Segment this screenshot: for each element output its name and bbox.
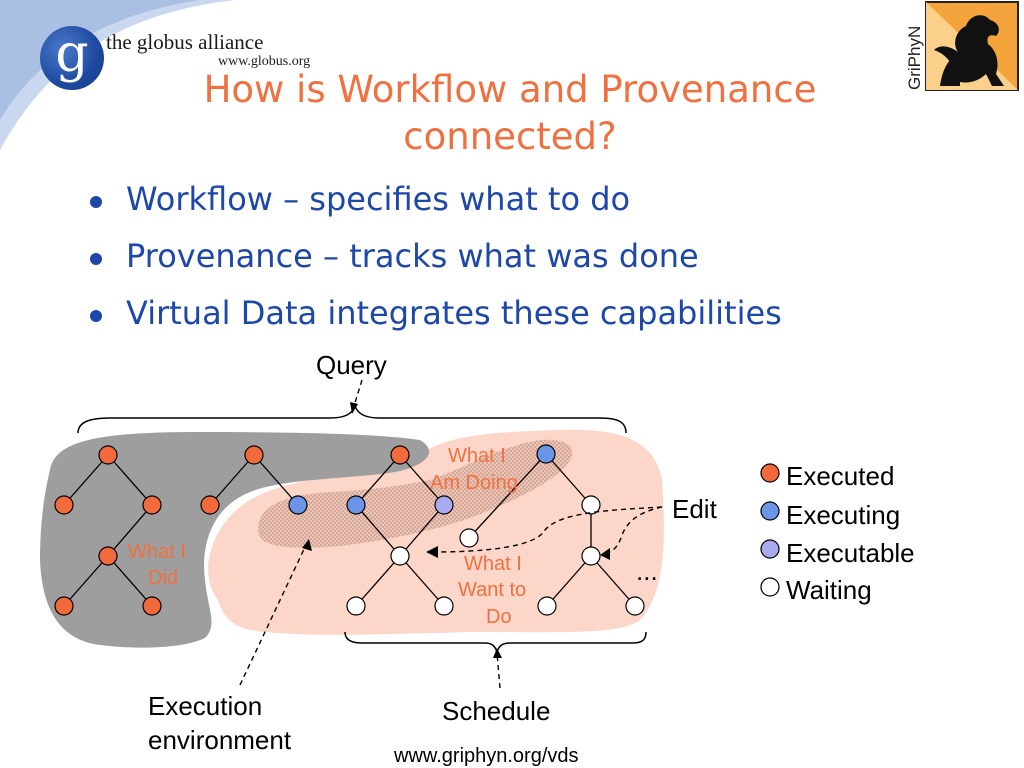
node-waiting (434, 596, 454, 616)
bullet-dot-icon (90, 253, 102, 265)
node-executed (54, 495, 74, 515)
planned-region (208, 429, 664, 635)
what-i-did-label-1: What I (128, 541, 186, 563)
ellipsis-label: ... (636, 556, 658, 586)
what-i-want-label-3: Do (486, 606, 512, 628)
footer-url[interactable]: www.griphyn.org/vds (393, 745, 579, 767)
node-executed (200, 495, 220, 515)
bullet-dot-icon (90, 196, 102, 208)
bullet-list: Workflow – specifies what to do Provenan… (88, 176, 782, 347)
node-executed (54, 596, 74, 616)
bullet-text: Provenance – tracks what was done (126, 237, 699, 275)
node-executed (390, 445, 410, 465)
node-waiting (581, 495, 601, 515)
globus-logo-icon: g (40, 26, 104, 90)
schedule-brace (344, 631, 647, 655)
tree-edges (63, 453, 636, 607)
bullet-item: Workflow – specifies what to do (88, 176, 782, 233)
node-executed (142, 596, 162, 616)
node-executed (244, 445, 264, 465)
node-executed (98, 445, 118, 465)
dashed-arrows (239, 379, 663, 689)
query-label: Query (316, 350, 387, 380)
schedule-label: Schedule (442, 696, 550, 726)
logo-url: www.globus.org (218, 54, 311, 69)
current-region (258, 439, 573, 548)
legend-executable-swatch (760, 539, 780, 559)
execution-env-arrow (239, 544, 307, 686)
node-executing (346, 495, 366, 515)
what-i-am-doing-label-2: Am Doing (430, 472, 518, 494)
node-waiting (537, 596, 557, 616)
griffin-icon (925, 1, 1019, 91)
legend-executing-label: Executing (786, 500, 900, 530)
node-waiting (581, 546, 601, 566)
griphyn-logo: GriPhyN (905, 1, 1019, 91)
what-i-am-doing-label-1: What I (448, 445, 506, 467)
execution-env-label-2: environment (148, 725, 292, 755)
node-waiting (346, 596, 366, 616)
node-executing (536, 444, 556, 464)
edit-arrow-middle (431, 506, 663, 553)
legend-executed-label: Executed (786, 461, 894, 491)
node-executed (142, 495, 162, 515)
legend-executable-label: Executable (786, 538, 915, 568)
slide-title: How is Workflow and Provenance connected… (140, 66, 880, 160)
completed-region (40, 432, 430, 648)
legend-executed-swatch (760, 463, 780, 483)
arrow-heads (302, 402, 610, 658)
node-waiting (459, 528, 479, 548)
execution-env-label-1: Execution (148, 691, 262, 721)
node-waiting (390, 546, 410, 566)
node-executing (288, 495, 308, 515)
legend: Executed Executing Executable Waiting (760, 461, 915, 605)
schedule-arrow (496, 652, 501, 689)
logo-name: the globus alliance (106, 30, 264, 54)
query-arrow (353, 379, 363, 407)
what-i-want-label-1: What I (464, 553, 522, 575)
legend-waiting-label: Waiting (786, 575, 872, 605)
what-i-did-label-2: Did (148, 567, 178, 589)
griphyn-logo-text: GriPhyN (905, 26, 924, 90)
bullet-text: Workflow – specifies what to do (126, 180, 631, 218)
tree-nodes (54, 444, 645, 616)
bullet-dot-icon (90, 310, 102, 322)
bullet-item: Provenance – tracks what was done (88, 233, 782, 290)
legend-waiting-swatch (760, 577, 780, 597)
node-executed (98, 546, 118, 566)
legend-executing-swatch (760, 501, 780, 521)
edit-label: Edit (672, 494, 718, 524)
what-i-want-label-2: Want to (458, 579, 526, 601)
bullet-text: Virtual Data integrates these capabiliti… (126, 294, 782, 332)
title-line-1: How is Workflow and Provenance (203, 68, 817, 111)
node-executable (434, 495, 454, 515)
bullet-item: Virtual Data integrates these capabiliti… (88, 290, 782, 347)
title-line-2: connected? (403, 115, 617, 158)
node-waiting (625, 596, 645, 616)
